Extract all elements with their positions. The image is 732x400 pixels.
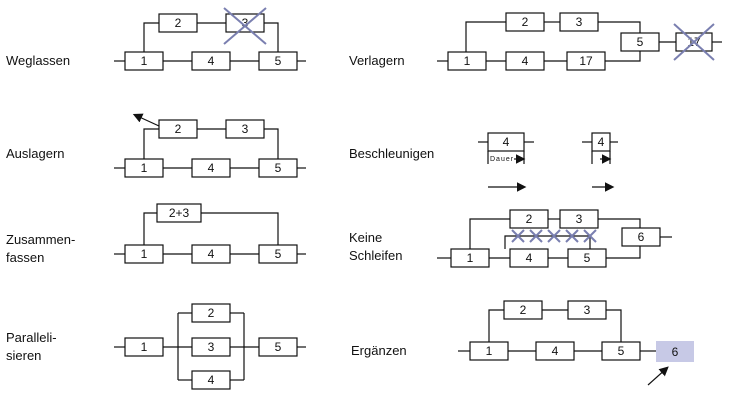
panel-parallelisieren: Paralleli- sieren 2 3 4 1 5 [6, 303, 306, 390]
panel-auslagern: Auslagern 2 3 1 4 5 [6, 113, 306, 178]
label-parallelisieren-line2: sieren [6, 348, 41, 363]
box-5: 5 [618, 344, 625, 358]
box-3: 3 [242, 122, 249, 136]
box-3: 3 [242, 16, 249, 30]
label-parallelisieren-line1: Paralleli- [6, 330, 57, 345]
box-2: 2 [522, 15, 529, 29]
label-ergaenzen: Ergänzen [351, 343, 407, 358]
box-3: 3 [576, 212, 583, 226]
panel-beschleunigen: Beschleunigen 4 Dauer 4 [349, 132, 618, 192]
box-1: 1 [141, 340, 148, 354]
box-5: 5 [275, 247, 282, 261]
box-2: 2 [175, 16, 182, 30]
box-4: 4 [552, 344, 559, 358]
box-1: 1 [486, 344, 493, 358]
box-4: 4 [208, 54, 215, 68]
label-zusammenfassen-line2: fassen [6, 250, 44, 265]
box-3: 3 [576, 15, 583, 29]
box-1: 1 [467, 251, 474, 265]
label-weglassen: Weglassen [6, 53, 70, 68]
box-2: 2 [526, 212, 533, 226]
box-4-slow: 4 [503, 135, 510, 149]
box-6-added-highlight [656, 341, 694, 362]
duration-label: Dauer [490, 156, 514, 163]
cross-out-mark [673, 23, 715, 61]
box-2: 2 [520, 303, 527, 317]
box-2: 2 [208, 306, 215, 320]
loop-path [504, 235, 591, 249]
box-4: 4 [526, 251, 533, 265]
label-beschleunigen: Beschleunigen [349, 146, 434, 161]
box-17: 17 [579, 54, 593, 68]
panel-ergaenzen: Ergänzen 2 3 1 4 5 6 [351, 300, 694, 386]
box-1: 1 [141, 54, 148, 68]
panel-verlagern: Verlagern 2 3 5 17 1 4 17 [349, 12, 722, 71]
box-1: 1 [141, 161, 148, 175]
box-6: 6 [638, 230, 645, 244]
box-1: 1 [141, 247, 148, 261]
box-2: 2 [175, 122, 182, 136]
outsource-arrow [132, 113, 160, 127]
cross-out-mark [223, 7, 267, 45]
box-2-plus-3: 2+3 [169, 206, 190, 220]
box-5: 5 [637, 35, 644, 49]
box-4: 4 [522, 54, 529, 68]
label-keine-schleifen-line1: Keine [349, 230, 382, 245]
label-auslagern: Auslagern [6, 146, 65, 161]
panel-weglassen: Weglassen 2 3 1 4 5 [6, 7, 306, 71]
panel-keine-schleifen: Keine Schleifen 2 3 6 1 4 [349, 209, 672, 268]
box-3: 3 [584, 303, 591, 317]
label-keine-schleifen-line2: Schleifen [349, 248, 402, 263]
box-4: 4 [208, 161, 215, 175]
box-3: 3 [208, 340, 215, 354]
box-6-added: 6 [672, 345, 679, 359]
box-5: 5 [275, 54, 282, 68]
label-zusammenfassen-line1: Zusammen- [6, 232, 75, 247]
box-4: 4 [208, 373, 215, 387]
box-4-fast: 4 [598, 135, 605, 149]
cross-out-marks [511, 229, 597, 243]
box-4: 4 [208, 247, 215, 261]
box-1: 1 [464, 54, 471, 68]
add-arrow [647, 366, 669, 386]
panel-zusammenfassen: Zusammen- fassen 2+3 1 4 5 [6, 203, 306, 265]
box-5: 5 [584, 251, 591, 265]
label-verlagern: Verlagern [349, 53, 405, 68]
box-5: 5 [275, 340, 282, 354]
box-5: 5 [275, 161, 282, 175]
